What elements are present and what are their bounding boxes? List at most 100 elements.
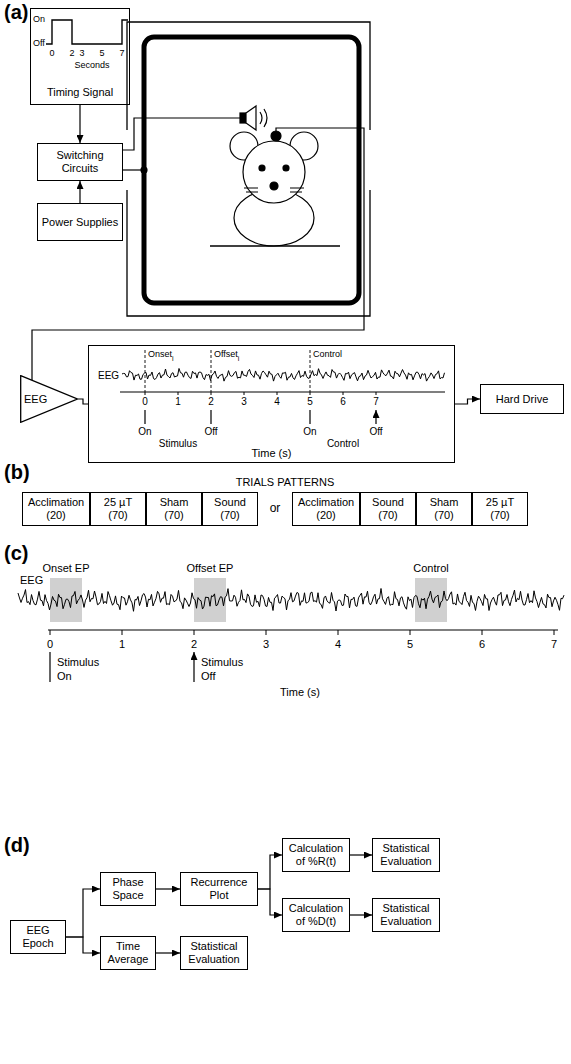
node-text: Time (s) bbox=[252, 447, 292, 460]
trial-cell: Sham (70) bbox=[416, 492, 472, 526]
connector-arrow bbox=[350, 854, 372, 855]
connector-arrow bbox=[156, 952, 180, 953]
panel-letter: (b) bbox=[4, 461, 30, 483]
connector-arrow bbox=[79, 105, 80, 143]
axis-label: 3 bbox=[241, 396, 247, 407]
drawing-stroke bbox=[145, 392, 146, 395]
axis-label: 0 bbox=[49, 49, 54, 59]
panel-letter: (d) bbox=[4, 834, 30, 856]
axis-label: Control bbox=[327, 438, 359, 449]
trial-cell: Sham (70) bbox=[146, 492, 202, 526]
drawing-stroke bbox=[194, 578, 226, 622]
node-text: Acclimation (20) bbox=[25, 496, 87, 521]
axis-label: Onset EP bbox=[42, 562, 89, 574]
node-text: EEG bbox=[24, 393, 47, 406]
axis-label: 2 bbox=[208, 396, 214, 407]
axis-label: Control bbox=[413, 562, 448, 574]
node-text: Statistical Evaluation bbox=[375, 842, 437, 867]
drawing-stroke bbox=[50, 652, 194, 682]
axis-label: 7 bbox=[119, 49, 124, 59]
axis-label: Off bbox=[33, 39, 45, 49]
drawing-stroke bbox=[343, 392, 344, 395]
drawing-stroke bbox=[18, 368, 564, 611]
connector-arrow bbox=[156, 888, 180, 889]
drawing-stroke bbox=[246, 106, 256, 130]
process-box: EEG Epoch bbox=[10, 920, 66, 954]
drawing-stroke bbox=[266, 630, 267, 635]
axis-label: 3 bbox=[263, 638, 269, 650]
axis-label: 6 bbox=[479, 638, 485, 650]
process-box: Power Supplies bbox=[37, 203, 123, 241]
axis-label: 0 bbox=[142, 396, 148, 407]
node-text: 25 µT (70) bbox=[475, 496, 525, 521]
axis-label: 4 bbox=[274, 396, 280, 407]
connector-arrow bbox=[79, 181, 80, 203]
axis-label: 2 bbox=[69, 49, 74, 59]
drawing-stroke bbox=[122, 368, 445, 381]
axis-label: 5 bbox=[99, 49, 104, 59]
axis-label: 2 bbox=[191, 638, 197, 650]
drawing-stroke bbox=[554, 630, 555, 635]
drawing-stroke bbox=[18, 588, 564, 611]
axis-label: On bbox=[57, 670, 72, 682]
process-box: Recurrence Plot bbox=[180, 872, 258, 906]
panel-letter: (c) bbox=[4, 542, 28, 564]
drawing-stroke bbox=[120, 391, 445, 392]
drawing-stroke bbox=[240, 113, 246, 123]
node-text: Sham (70) bbox=[419, 496, 469, 521]
drawing-stroke bbox=[271, 131, 281, 141]
axis-label: 1 bbox=[175, 396, 181, 407]
drawing-stroke bbox=[46, 20, 128, 44]
connector-arrow bbox=[66, 889, 100, 937]
drawing-stroke bbox=[127, 190, 370, 316]
drawing-stroke bbox=[178, 392, 179, 395]
drawing-stroke bbox=[376, 392, 377, 395]
drawing-stroke bbox=[244, 392, 245, 395]
node-text: EEG Epoch bbox=[13, 924, 63, 949]
axis-label: Offset bbox=[214, 350, 238, 360]
axis-label: 6 bbox=[340, 396, 346, 407]
drawing-stroke bbox=[145, 410, 376, 424]
drawing-stroke bbox=[260, 112, 262, 124]
axis-label: Offset EP bbox=[187, 562, 234, 574]
axis-label: or bbox=[270, 502, 281, 515]
node-text: Hard Drive bbox=[496, 393, 549, 406]
node-text: Sound (70) bbox=[205, 496, 255, 521]
drawing-stroke bbox=[144, 37, 359, 303]
drawing-stroke bbox=[410, 630, 411, 635]
axis-label: 4 bbox=[335, 638, 341, 650]
connector-arrow bbox=[66, 937, 100, 953]
drawing-stroke bbox=[338, 630, 339, 635]
axis-label: Seconds bbox=[74, 61, 109, 71]
drawing-stroke bbox=[244, 188, 304, 192]
amplifier-outline bbox=[21, 376, 78, 423]
process-box: Hard Drive bbox=[480, 384, 564, 414]
connector-arrow bbox=[258, 889, 282, 915]
node-text: Statistical Evaluation bbox=[375, 902, 437, 927]
axis-label: 7 bbox=[373, 396, 379, 407]
amplifier-triangle: EEG bbox=[20, 375, 78, 423]
connector-arrow bbox=[350, 914, 372, 915]
axis-label: 5 bbox=[307, 396, 313, 407]
process-box: Statistical Evaluation bbox=[372, 838, 440, 872]
axis-label: 3 bbox=[79, 49, 84, 59]
axis-label: Off bbox=[369, 426, 382, 437]
drawing-stroke bbox=[264, 109, 267, 127]
axis-label: Off bbox=[201, 670, 215, 682]
process-box: Phase Space bbox=[100, 872, 156, 906]
process-box: Statistical Evaluation bbox=[180, 936, 248, 970]
axis-label: i bbox=[172, 355, 174, 363]
axis-label: On bbox=[303, 426, 316, 437]
node-text: Time Average bbox=[103, 940, 153, 965]
node-text: 25 µT (70) bbox=[93, 496, 143, 521]
process-box: Switching Circuits bbox=[37, 143, 123, 181]
drawing-stroke bbox=[283, 165, 289, 171]
axis-label: Control bbox=[313, 350, 342, 360]
connector-arrow bbox=[455, 399, 480, 404]
drawing-stroke bbox=[310, 392, 311, 395]
drawing-stroke bbox=[210, 245, 340, 246]
axis-label: Stimulus bbox=[57, 656, 99, 668]
drawing-stroke bbox=[482, 630, 483, 635]
drawing-stroke bbox=[259, 165, 265, 171]
axis-label: Time (s) bbox=[280, 686, 320, 698]
